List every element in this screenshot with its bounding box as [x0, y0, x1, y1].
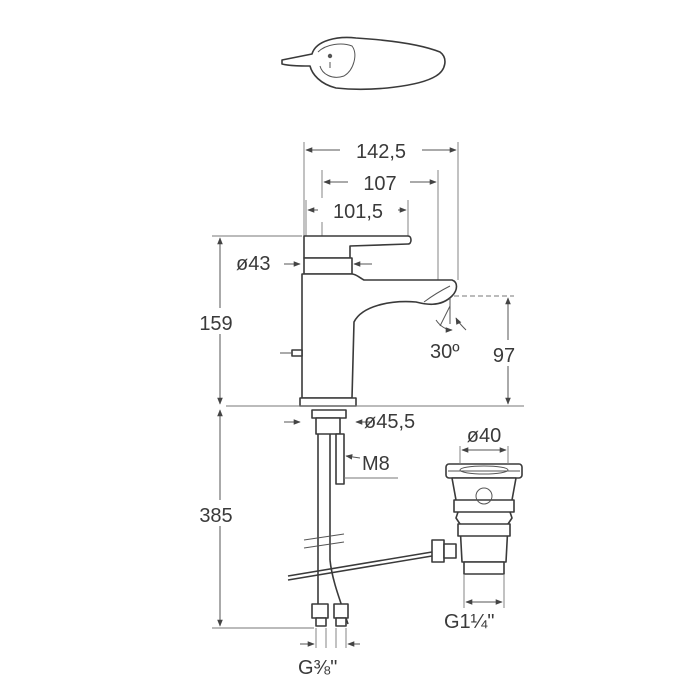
- dimension-waste-thread: G1¼": [444, 574, 505, 633]
- rod-thread-label: M8: [362, 453, 390, 475]
- dimension-tap-height: 159: [186, 235, 302, 405]
- dimension-hose-length: 385: [186, 409, 314, 629]
- popup-waste: [287, 463, 523, 581]
- lever-length-label: 101,5: [333, 201, 383, 223]
- hose-length-label: 385: [199, 505, 232, 527]
- dimension-hose-thread: G⅜": [298, 628, 360, 679]
- hose-thread-label: G⅜": [298, 657, 337, 679]
- dimension-spout-height: 97: [454, 295, 530, 405]
- dimension-overall-length: 142,5: [303, 138, 459, 280]
- dimension-lever-length: 101,5: [305, 198, 409, 236]
- dimension-spout-reach: 107: [321, 170, 439, 280]
- faucet-side-view: [226, 235, 524, 407]
- dimension-waste-diameter: ø40: [450, 424, 518, 464]
- base-diameter-label: ø45,5: [364, 411, 415, 433]
- dimension-rod-thread: M8: [345, 453, 390, 475]
- spout-angle-label: 30º: [430, 341, 460, 363]
- tap-height-label: 159: [199, 313, 232, 335]
- top-view: [281, 36, 446, 91]
- under-counter-assembly: [303, 409, 398, 627]
- body-diameter-label: ø43: [236, 253, 270, 275]
- spout-reach-label: 107: [363, 173, 396, 195]
- dimension-spout-angle: 30º: [430, 298, 467, 363]
- overall-length-label: 142,5: [356, 141, 406, 163]
- spout-height-label: 97: [493, 345, 515, 367]
- waste-diameter-label: ø40: [467, 425, 501, 447]
- dimension-base-diameter: ø45,5: [284, 411, 415, 433]
- dimension-body-diameter: ø43: [236, 253, 372, 275]
- waste-thread-label: G1¼": [444, 611, 494, 633]
